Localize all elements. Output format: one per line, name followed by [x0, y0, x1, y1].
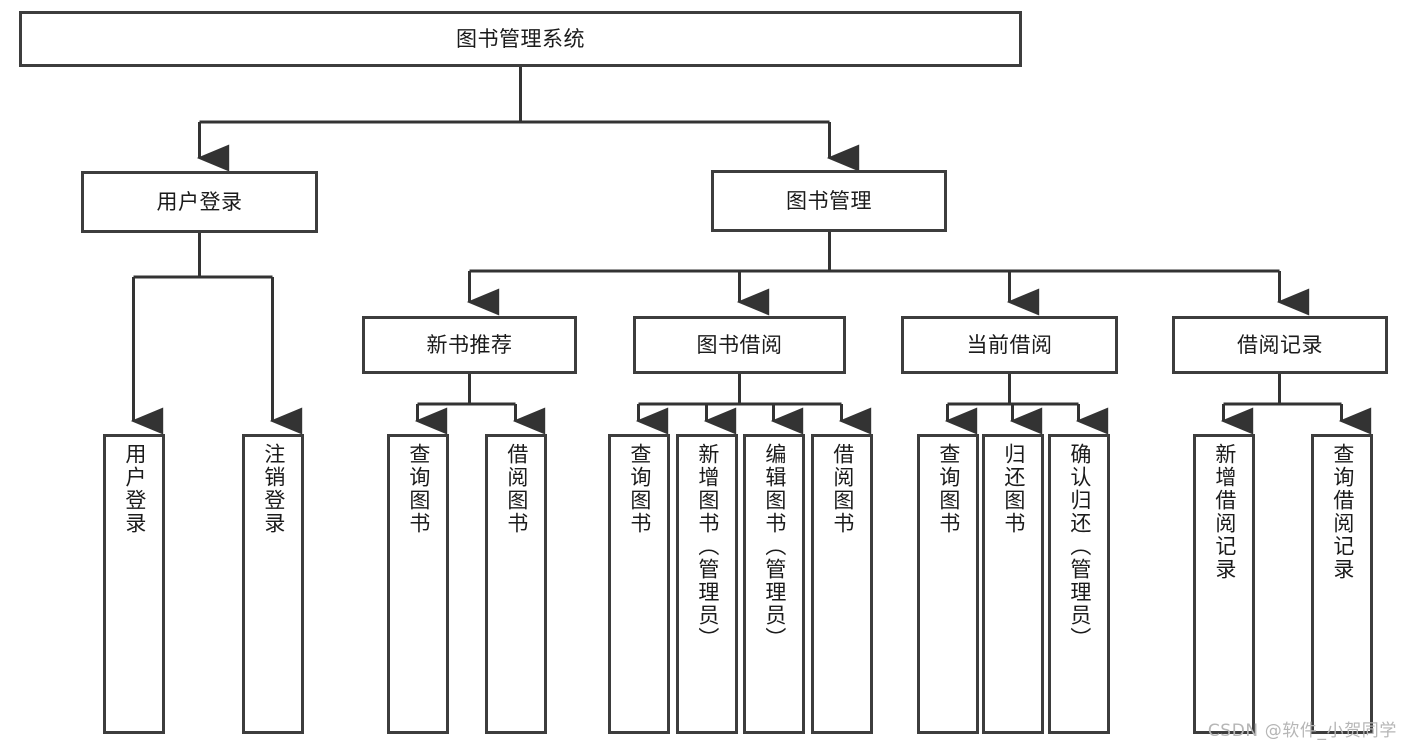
leaf-new-book-borrow[interactable]: 借阅图书: [485, 434, 547, 734]
leaf-user-login-logout[interactable]: 注销登录: [242, 434, 304, 734]
leaf-book-borrow-query[interactable]: 查询图书: [608, 434, 670, 734]
node-label: 查询图书: [936, 443, 961, 535]
leaf-user-login-login[interactable]: 用户登录: [103, 434, 165, 734]
leaf-book-borrow-add-admin[interactable]: 新增图书（管理员）: [676, 434, 738, 734]
node-user-login[interactable]: 用户登录: [81, 171, 318, 233]
node-label: 查询图书: [627, 443, 652, 535]
leaf-current-borrow-query[interactable]: 查询图书: [917, 434, 979, 734]
node-current-borrow[interactable]: 当前借阅: [901, 316, 1118, 374]
node-label: 图书借阅: [696, 332, 783, 357]
node-label: 新书推荐: [426, 332, 513, 357]
node-label: 查询图书: [406, 443, 431, 535]
node-label: 图书管理系统: [456, 26, 585, 51]
node-book-management[interactable]: 图书管理: [711, 170, 947, 232]
node-label: 新增借阅记录: [1212, 443, 1237, 581]
node-label: 新增图书（管理员）: [695, 443, 720, 650]
leaf-current-borrow-confirm-admin[interactable]: 确认归还（管理员）: [1048, 434, 1110, 734]
node-label: 借阅记录: [1237, 332, 1323, 357]
node-label: 确认归还（管理员）: [1067, 443, 1092, 650]
node-label: 当前借阅: [966, 332, 1053, 357]
leaf-book-borrow-edit-admin[interactable]: 编辑图书（管理员）: [743, 434, 805, 734]
watermark-csdn: CSDN @软件_小贺同学: [1207, 721, 1397, 741]
node-label: 归还图书: [1001, 443, 1026, 535]
node-root-book-management-system[interactable]: 图书管理系统: [19, 11, 1022, 67]
leaf-new-book-query[interactable]: 查询图书: [387, 434, 449, 734]
leaf-borrow-record-add[interactable]: 新增借阅记录: [1193, 434, 1255, 734]
node-label: 注销登录: [261, 443, 286, 535]
node-label: 查询借阅记录: [1330, 443, 1355, 581]
leaf-book-borrow-borrow[interactable]: 借阅图书: [811, 434, 873, 734]
node-borrow-record[interactable]: 借阅记录: [1172, 316, 1388, 374]
node-label: 编辑图书（管理员）: [762, 443, 787, 650]
leaf-current-borrow-return[interactable]: 归还图书: [982, 434, 1044, 734]
node-new-book-recommend[interactable]: 新书推荐: [362, 316, 577, 374]
node-label: 图书管理: [786, 188, 872, 213]
node-label: 借阅图书: [830, 443, 855, 535]
node-book-borrow[interactable]: 图书借阅: [633, 316, 846, 374]
node-label: 借阅图书: [504, 443, 529, 535]
node-label: 用户登录: [156, 189, 243, 214]
node-label: 用户登录: [122, 443, 147, 535]
leaf-borrow-record-query[interactable]: 查询借阅记录: [1311, 434, 1373, 734]
